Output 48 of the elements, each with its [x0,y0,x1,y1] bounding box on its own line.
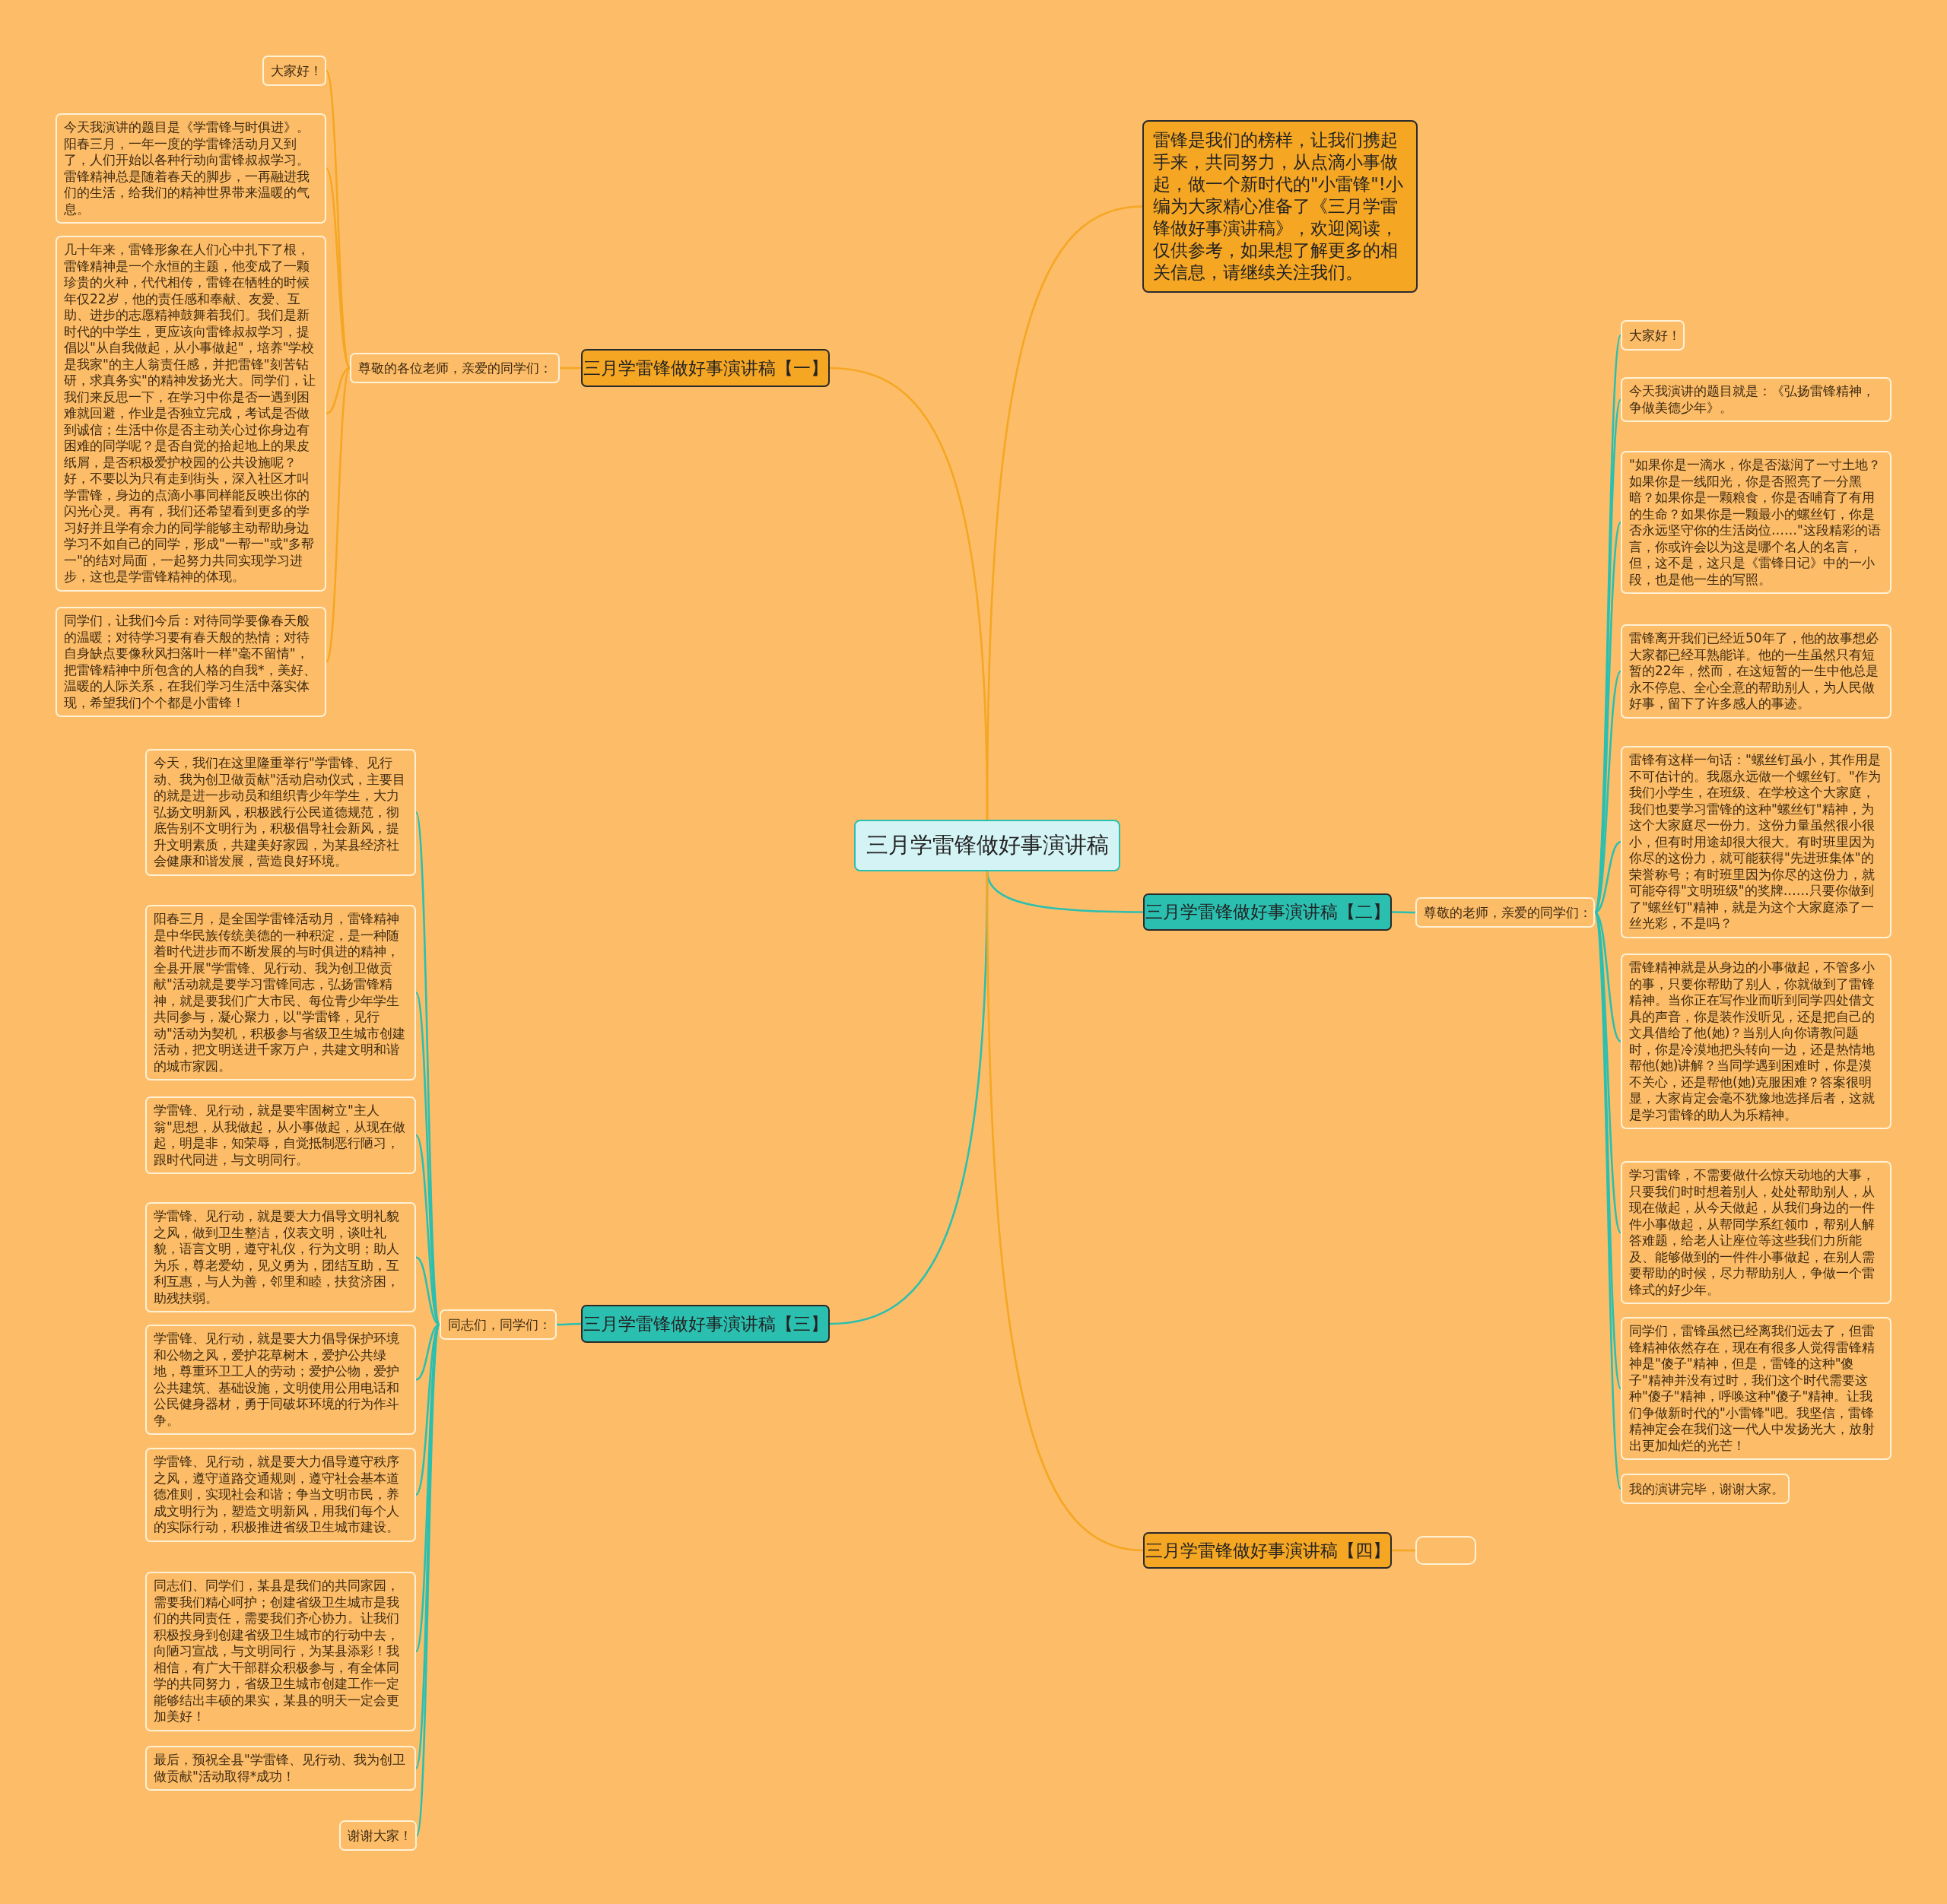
text-card: 学雷锋、见行动，就是要大力倡导遵守秩序之风，遵守道路交通规则，遵守社会基本道德准则，实现社会和谐；争当文明市民，养成文明行为，塑造文明新风，用我们每个人的实际行动，积极推进省级卫生城市建设。 [145,1448,416,1542]
text-card: 大家好！ [262,56,326,86]
text-card: 几十年来，雷锋形象在人们心中扎下了根，雷锋精神是一个永恒的主题，他变成了一颗珍贵的火种，代代相传，雷锋在牺牲的时候年仅22岁，他的责任感和奉献、友爱、互助、进步的志愿精神鼓舞着我们。我们是新时代的中学生，更应该向雷锋叔叔学习，提倡以"从自我做起，从小事做起"，培养"学校是我家"的主人翁责任感，并把雷锋"刻苦钻研，求真务实"的精神发扬光大。同学们，让我们来反思一下，在学习中你是否一遇到困难就回避，作业是否独立完成，考试是否做到诚信；生活中你是否主动关心过你身边有困难的同学呢？是否自觉的拾起地上的果皮纸屑，是否积极爱护校园的公共设施呢？好，不要以为只有走到街头，深入社区才叫学雷锋，身边的点滴小事同样能反映出你的闪光心灵。再有，我们还希望看到更多的学习好并且学有余力的同学能够主动帮助身边学习不如自己的同学，形成"一帮一"或"多帮一"的结对局面，一起努力共同实现学习进步，这也是学雷锋精神的体现。 [56,236,326,592]
connector-line [1593,912,1622,1490]
branch-topic: 三月学雷锋做好事演讲稿【四】 [1143,1532,1392,1569]
connector-line [560,367,581,370]
note-card: 雷锋是我们的榜样，让我们携起手来，共同努力，从点滴小事做起，做一个新时代的"小雷锋"!小编为大家精心准备了《三月学雷锋做好事演讲稿》，欢迎阅读，仅供参考，如果想了解更多的相关信息，请继续关注我们。 [1142,120,1418,293]
subtopic-box: 同志们，同学们： [440,1309,557,1340]
connector-line [415,1323,440,1381]
text-card: 雷锋离开我们已经近50年了，他的故事想必大家都已经耳熟能详。他的一生虽然只有短暂的22年，然而，在这短暂的一生中他总是永不停息、全心全意的帮助别人，为人民做好事，留下了许多感人的事迹。 [1621,624,1891,719]
text-card: 大家好！ [1621,320,1685,351]
branch-topic: 三月学雷锋做好事演讲稿【二】 [1143,893,1392,931]
text-card: 谢谢大家！ [339,1820,417,1851]
text-card: 今天我演讲的题目就是：《弘扬雷锋精神，争做美德少年》。 [1621,377,1891,422]
text-card: 同志们、同学们，某县是我们的共同家园，需要我们精心呵护；创建省级卫生城市是我们的共同责任，需要我们齐心协力。让我们积极投身到创建省级卫生城市的行动中去，向陋习宣战，与文明同行，为某县添彩！我相信，有广大干部群众积极参与，有全体同学的共同努力，省级卫生城市创建工作一定能够结出丰硕的果实，某县的明天一定会更加美好！ [145,1572,416,1731]
text-card: 同学们，让我们今后：对待同学要像春天般的温暖；对待学习要有春天般的热情；对待自身缺点要像秋风扫落叶一样"毫不留情"，把雷锋精神中所包含的人格的自我*，美好、温暖的人际关系，在我们学习生活中落实体现，希望我们个个都是小雷锋！ [56,607,326,717]
text-card: 阳春三月，是全国学雷锋活动月，雷锋精神是中华民族传统美德的一种积淀，是一种随着时代进步而不断发展的与时俱进的精神，全县开展"学雷锋、见行动、我为创卫做贡献"活动就是要学习雷锋同志，弘扬雷锋精神，就是要我们广大市民、每位青少年学生共同参与，凝心聚力，以"学雷锋，见行动"活动为契机，积极参与省级卫生城市创建活动，把文明送进千家万户，共建文明和谐的城市家园。 [145,905,416,1081]
connector-line [1594,841,1621,914]
connector-line [1392,911,1415,914]
text-card: 今天，我们在这里隆重举行"学雷锋、见行动、我为创卫做贡献"活动启动仪式，主要目的就是进一步动员和组织青少年学生，大力弘扬文明新风，积极践行公民道德规范，彻底告别不文明行为，积极倡导社会新风，提升文明素质，共建美好家园，为某县经济社会健康和谐发展，营造良好环境。 [145,749,416,876]
empty-box [1415,1536,1476,1565]
text-card: 今天我演讲的题目是《学雷锋与时俱进》。阳春三月，一年一度的学雷锋活动月又到了，人们开始以各种行动向雷锋叔叔学习。雷锋精神总是随着春天的脚步，一再融进我们的生活，给我们的精神世界带来温暖的气息。 [56,113,326,224]
text-card: 雷锋有这样一句话："螺丝钉虽小，其作用是不可估计的。我愿永远做一个螺丝钉。"作为我们小学生，在班级、在学校这个大家庭，我们也要学习雷锋的这种"螺丝钉"精神，为这个大家庭尽一份力。这份力量虽然很小很小，但有时用途却很大很大。有时班里因为你尽的这份力，就可能获得"先进班集体"的荣誉称号；有时班里因为你尽的这份力，就可能夺得"文明班级"的奖牌……只要你做到了"螺丝钉"精神，就是为这个大家庭添了一丝光彩，不是吗？ [1621,746,1891,938]
connector-line [415,1256,440,1326]
subtopic-box: 尊敬的老师，亲爱的同学们： [1415,897,1595,928]
connector-line [829,367,989,820]
connector-line [415,1324,441,1836]
branch-topic: 三月学雷锋做好事演讲稿【一】 [581,349,830,387]
connector-line [326,367,351,414]
text-card: 雷锋精神就是从身边的小事做起，不管多小的事，只要你帮助了别人，你就做到了雷锋精神。当你正在写作业而听到同学四处借文具的声音，你是装作没听见，还是把自己的文具借给了他(她)？当别人向你请教问题时，你是冷漠地把头转向一边，还是热情地帮他(她)讲解？当同学遇到困难时，你是漠不关心，还是帮他(她)克服困难？答案很明显，大家肯定会毫不犹豫地选择后者，这就是学习雷锋的助人为乐精神。 [1621,954,1891,1129]
subtopic-box: 尊敬的各位老师，亲爱的同学们： [350,353,560,383]
text-card: 学雷锋、见行动，就是要牢固树立"主人翁"思想，从我做起，从小事做起，从现在做起，明是非，知荣辱，自觉抵制恶行陋习，跟时代同进，与文明同行。 [145,1096,416,1174]
text-card: 学习雷锋，不需要做什么惊天动地的大事，只要我们时时想着别人，处处帮助别人，从现在做起，从今天做起，从我们身边的一件件小事做起，从帮同学系红领巾，帮别人解答难题，给老人让座位等这些我们力所能及、能够做到的一件件小事做起，在别人需要帮助的时候，尽力帮助别人，争做一个雷锋式的好少年。 [1621,1161,1891,1304]
text-card: 我的演讲完毕，谢谢大家。 [1621,1474,1790,1504]
text-card: "如果你是一滴水，你是否滋润了一寸土地？如果你是一线阳光，你是否照亮了一分黑暗？如果你是一颗粮食，你是否哺育了有用的生命？如果你是一颗最小的螺丝钉，你是否永远坚守你的生活岗位……"这段精彩的语言，你或许会以为这是哪个名人的名言，但，这不是，这只是《雷锋日记》中的一小段，也是他一生的写照。 [1621,451,1891,594]
connector-line [325,167,351,369]
connector-line [557,1322,581,1326]
connector-line [986,871,1143,913]
branch-topic: 三月学雷锋做好事演讲稿【三】 [581,1305,830,1343]
root-topic: 三月学雷锋做好事演讲稿 [854,820,1120,871]
text-card: 学雷锋、见行动，就是要大力倡导保护环境和公物之风，爱护花草树木，爱护公共绿地，尊重环卫工人的劳动；爱护公物，爱护公共建筑、基础设施，文明使用公用电话和公民健身器材，勇于同破坏环境的行为作斗争。 [145,1325,416,1435]
connector-line [325,367,351,663]
connector-line [986,871,1144,1552]
text-card: 同学们，雷锋虽然已经离我们远去了，但雷锋精神依然存在，现在有很多人觉得雷锋精神是"傻子"精神，但是，雷锋的这种"傻子"精神并没有过时，我们这个时代需要这种"傻子"精神，呼唤这种"傻子"精神。让我们争做新时代的"小雷锋"吧。我坚信，雷锋精神定会在我们这一代人中发扬光大，放射出更加灿烂的光芒！ [1621,1317,1891,1460]
connector-line [1392,1549,1415,1552]
text-card: 学雷锋、见行动，就是要大力倡导文明礼貌之风，做到卫生整洁，仪表文明，谈吐礼貌，语言文明，遵守礼仪，行为文明；助人为乐，尊老爱幼，见义勇为，团结互助，互利互惠，与人为善，邻里和睦，扶贫济困，助残扶弱。 [145,1202,416,1312]
text-card: 最后，预祝全县"学雷锋、见行动、我为创卫做贡献"活动取得*成功！ [145,1746,416,1791]
connector-line [1594,912,1621,1042]
